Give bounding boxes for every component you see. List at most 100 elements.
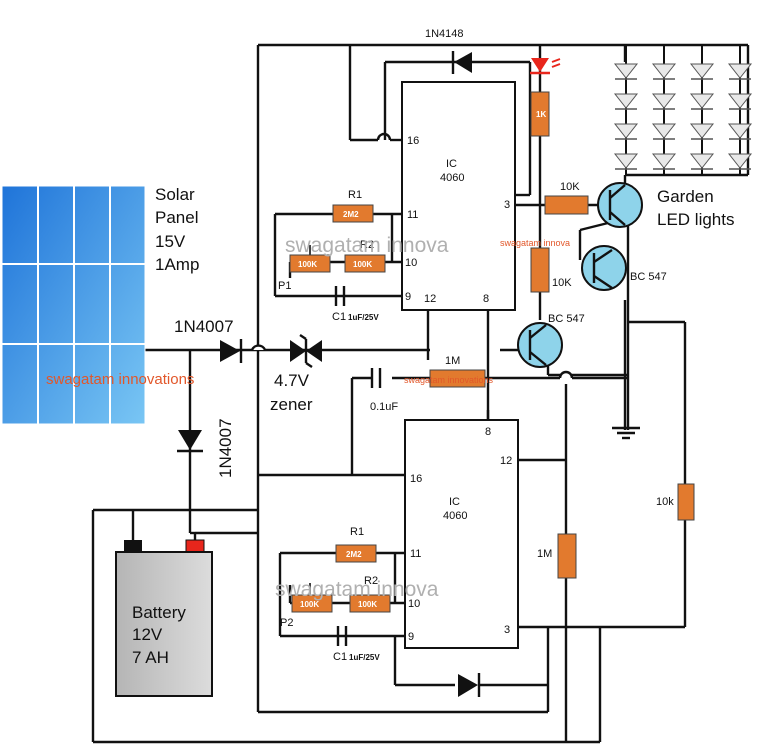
c1-bottom-value: 1uF/25V — [349, 653, 380, 662]
capacitor-c1-bottom — [336, 626, 348, 646]
resistor-10k-horizontal-value: 10K — [560, 181, 580, 193]
label-1n4148: 1N4148 — [425, 28, 464, 40]
garden-led — [727, 123, 753, 139]
label-r1-top: R1 — [348, 189, 362, 201]
label-p2: P2 — [280, 617, 293, 629]
resistor-100k-b-top — [344, 254, 386, 273]
watermark-2: swagatam innovations — [46, 371, 194, 388]
resistor-10k-right — [677, 483, 695, 521]
capacitor-c1-top — [334, 286, 346, 306]
garden-label-2: LED lights — [657, 210, 734, 229]
ic1-pin-16: 16 — [407, 135, 419, 147]
ic1-pin-8: 8 — [483, 293, 489, 305]
ic2-pin-11: 11 — [410, 548, 421, 560]
capacitor-0.1uf — [370, 368, 382, 388]
resistor-10k-vertical — [530, 247, 550, 293]
garden-led — [727, 63, 753, 79]
resistor-2m2-bottom — [335, 544, 377, 563]
c1-top-value: 1uF/25V — [348, 313, 379, 322]
c1-top-name: C1 — [332, 311, 346, 323]
garden-led — [689, 153, 715, 169]
resistor-100k-b-bottom — [349, 594, 391, 613]
zener-diode — [290, 340, 306, 362]
ic1-pin-10: 10 — [405, 257, 417, 269]
ic2-pin-8: 8 — [485, 426, 491, 438]
ic1-pin-11: 11 — [407, 209, 418, 221]
resistor-10k-horizontal — [544, 195, 589, 215]
ic2-label-1: IC — [449, 496, 460, 508]
cap-0.1uf-value: 0.1uF — [370, 401, 398, 413]
resistor-100k-b-bottom-value: 100K — [358, 600, 377, 609]
garden-led — [651, 123, 677, 139]
resistor-10k-vertical-value: 10K — [552, 277, 572, 289]
garden-led — [727, 93, 753, 109]
resistor-1m-middle — [429, 369, 486, 388]
battery — [115, 539, 213, 697]
ic2-4060 — [404, 419, 519, 649]
ic1-label-2: 4060 — [440, 172, 464, 184]
resistor-1m-middle-value: 1M — [445, 355, 460, 367]
resistor-1k — [530, 91, 550, 137]
resistor-2m2-top — [332, 204, 374, 223]
garden-led — [651, 153, 677, 169]
ic1-pin-9: 9 — [405, 291, 411, 303]
resistor-2m2-top-value: 2M2 — [343, 210, 359, 219]
label-bc547-middle: BC 547 — [548, 313, 585, 325]
resistor-2m2-bottom-value: 2M2 — [346, 550, 362, 559]
garden-led — [613, 153, 639, 169]
garden-led — [613, 63, 639, 79]
diode-1n4148 — [454, 52, 472, 73]
ic2-pin-16: 16 — [410, 473, 422, 485]
label-r2-bottom: R2 — [364, 575, 378, 587]
resistor-1m-right-value: 1M — [537, 548, 552, 560]
label-bc547-right: BC 547 — [630, 271, 667, 283]
resistor-100k-a-top-value: 100K — [298, 260, 317, 269]
garden-led — [727, 153, 753, 169]
zener-label-2: zener — [270, 395, 313, 414]
resistor-100k-a-top — [289, 254, 331, 273]
ic1-label-1: IC — [446, 158, 457, 170]
diode-1n4007-vertical — [178, 430, 202, 450]
label-1n4007-vertical: 1N4007 — [216, 418, 235, 478]
ic1-pin-3: 3 — [504, 199, 510, 211]
watermark-4: swagatam innovations — [404, 375, 494, 385]
ic2-pin-3: 3 — [504, 624, 510, 636]
solar-label-4: 1Amp — [155, 255, 199, 274]
label-r1-bottom: R1 — [350, 526, 364, 538]
resistor-10k-right-value: 10k — [656, 496, 674, 508]
watermark-1: swagatam innova — [285, 234, 449, 257]
zener-label-1: 4.7V — [274, 371, 310, 390]
resistor-100k-a-bottom-value: 100K — [300, 600, 319, 609]
ic1-pin-12: 12 — [424, 293, 436, 305]
garden-label-1: Garden — [657, 187, 714, 206]
ic2-label-2: 4060 — [443, 510, 467, 522]
solar-label-3: 15V — [155, 232, 186, 251]
garden-led — [689, 93, 715, 109]
garden-led — [689, 63, 715, 79]
ic2-pin-9: 9 — [408, 631, 414, 643]
diode-1n4007-input — [220, 340, 240, 362]
garden-led — [689, 123, 715, 139]
resistor-100k-b-top-value: 100K — [353, 260, 372, 269]
ic2-pin-10: 10 — [408, 598, 420, 610]
battery-label-3: 7 AH — [132, 648, 169, 667]
ic2-pin-12: 12 — [500, 455, 512, 467]
garden-led — [651, 93, 677, 109]
garden-led-array — [613, 45, 753, 175]
label-1n4007-input: 1N4007 — [174, 317, 234, 336]
resistor-100k-a-bottom — [291, 594, 333, 613]
resistor-1m-right — [557, 533, 577, 579]
watermark-5: swagatam innova — [500, 238, 570, 248]
battery-label-2: 12V — [132, 625, 163, 644]
battery-label-1: Battery — [132, 603, 186, 622]
indicator-led — [531, 58, 549, 72]
label-r2-top: R2 — [360, 239, 374, 251]
solar-label-2: Panel — [155, 208, 198, 227]
solar-panel — [1, 185, 146, 425]
solar-label-1: Solar — [155, 185, 195, 204]
wires — [91, 43, 750, 744]
watermark-3: swagatam innova — [275, 578, 439, 601]
garden-led — [651, 63, 677, 79]
c1-bottom-name: C1 — [333, 651, 347, 663]
